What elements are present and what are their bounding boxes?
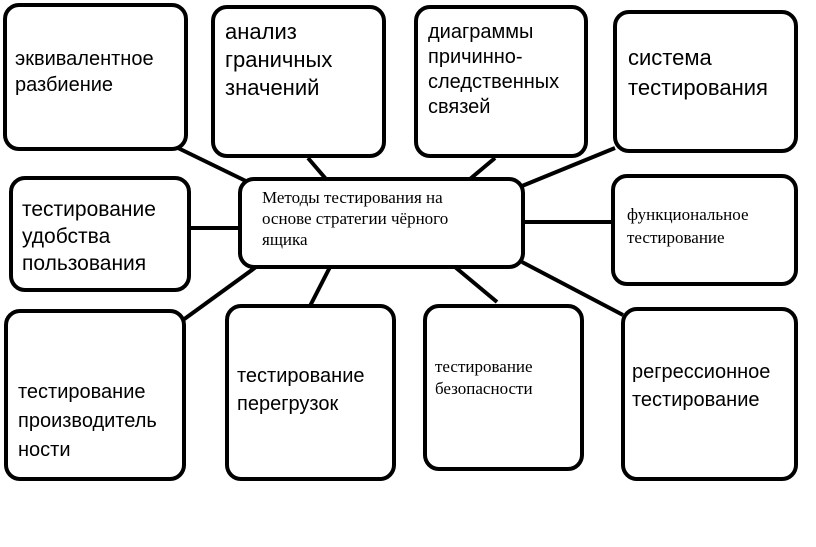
- node-label: тестирование безопасности: [435, 357, 533, 398]
- node-testing-system: [613, 10, 798, 153]
- node-label: тестирование производитель ности: [18, 381, 157, 461]
- node-label: эквивалентное разбиение: [15, 48, 154, 96]
- node-label: тестирование перегрузок: [237, 365, 365, 415]
- connector: [521, 146, 616, 188]
- center-label: Методы тестирования на основе стратегии …: [262, 188, 449, 249]
- connector: [468, 156, 497, 181]
- node-label: функциональное тестирование: [627, 205, 749, 247]
- node-functional-testing: [611, 174, 798, 286]
- connector: [308, 266, 332, 307]
- node-security-testing: [423, 304, 584, 471]
- node-performance-testing: [4, 309, 186, 481]
- node-regression-testing: [621, 307, 798, 481]
- center-node: [238, 177, 525, 269]
- connector: [306, 156, 328, 181]
- connector: [521, 260, 624, 317]
- node-boundary-value-analysis: [211, 5, 386, 158]
- node-label: диаграммы причинно- следственных связей: [428, 21, 560, 118]
- node-label: тестирование удобства пользования: [22, 198, 156, 275]
- node-label: анализ граничных значений: [225, 19, 333, 100]
- node-stress-testing: [225, 304, 396, 481]
- node-cause-effect-diagrams: [414, 5, 588, 158]
- node-equivalence-partitioning: [3, 3, 188, 151]
- connector: [181, 265, 258, 322]
- node-usability-testing: [9, 176, 191, 292]
- connector: [177, 146, 253, 186]
- connector: [453, 265, 499, 304]
- node-label: система тестирования: [628, 45, 768, 100]
- node-label: регрессионное тестирование: [632, 361, 771, 411]
